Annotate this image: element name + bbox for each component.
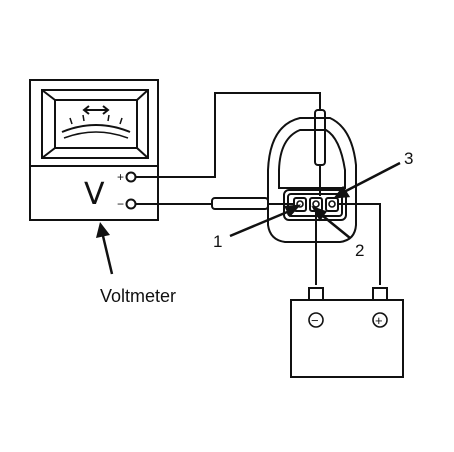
negative-probe bbox=[211, 197, 294, 210]
callout-leaders bbox=[229, 161, 401, 239]
callout-3: 3 bbox=[404, 149, 413, 168]
voltmeter bbox=[29, 79, 159, 221]
battery-wires bbox=[315, 203, 381, 285]
terminal-plus-label: + bbox=[117, 170, 124, 184]
battery-positive-post bbox=[372, 287, 388, 301]
test-leads bbox=[136, 92, 321, 205]
voltmeter-pointer-arrow bbox=[96, 222, 114, 275]
battery-minus-sign: − bbox=[311, 313, 319, 328]
connector-housing bbox=[267, 117, 357, 243]
battery bbox=[290, 287, 404, 378]
meter-symbol: V bbox=[84, 177, 105, 212]
terminal-positive bbox=[125, 171, 137, 183]
voltmeter-label: Voltmeter bbox=[100, 286, 176, 306]
positive-probe bbox=[314, 109, 326, 196]
pin-3 bbox=[325, 197, 339, 212]
battery-symbols bbox=[308, 312, 388, 328]
callout-1: 1 bbox=[213, 232, 222, 251]
terminal-negative bbox=[125, 198, 137, 210]
voltmeter-terminals bbox=[125, 171, 137, 210]
terminal-minus-label: − bbox=[117, 197, 124, 211]
callout-2: 2 bbox=[355, 241, 364, 260]
battery-negative-post bbox=[308, 287, 324, 301]
battery-plus-sign: + bbox=[375, 313, 383, 328]
